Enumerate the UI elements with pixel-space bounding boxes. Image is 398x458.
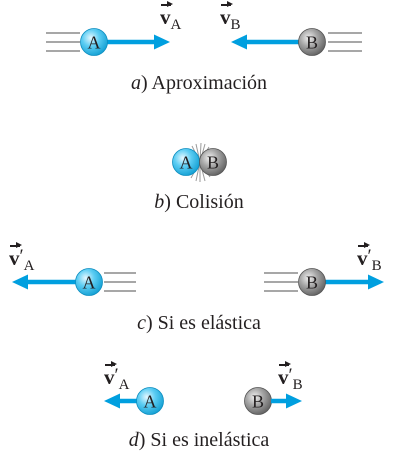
panel-d: A B — [104, 388, 302, 415]
ball-b-elastic: B — [299, 269, 326, 296]
ball-a-label: A — [83, 273, 96, 293]
vector-symbol: v — [104, 367, 115, 388]
caption-panel-b: b) Colisión — [0, 191, 398, 214]
panel-letter: b — [154, 191, 164, 213]
caption-text: Colisión — [176, 191, 244, 213]
vector-subscript: B — [372, 258, 382, 274]
vector-subscript: A — [24, 258, 35, 274]
vector-subscript: B — [293, 377, 303, 393]
panel-a: A B — [46, 29, 362, 56]
vector-label-va-prime-inelastic: v′A — [104, 367, 130, 388]
velocity-arrow-a-prime — [12, 275, 76, 290]
motion-lines-a — [46, 33, 80, 51]
vector-symbol: v — [9, 248, 20, 269]
caption-panel-c: c) Si es elástica — [0, 312, 398, 335]
vector-label-vb-prime-inelastic: v′B — [278, 367, 303, 388]
caption-panel-d: d) Si es inelástica — [0, 429, 398, 452]
ball-a: A — [81, 29, 108, 56]
panel-c: A B — [12, 269, 384, 296]
velocity-arrow-a — [106, 35, 170, 50]
ball-b-inelastic: B — [245, 388, 272, 415]
panel-letter: a — [131, 72, 141, 94]
ball-a-label: A — [88, 33, 101, 53]
ball-a-label: A — [144, 392, 157, 412]
caption-panel-a: a) Aproximación — [0, 72, 398, 95]
panel-letter: c — [137, 312, 146, 334]
vector-label-va-prime-elastic: v′A — [9, 248, 35, 269]
caption-text: Si es inelástica — [150, 429, 269, 451]
vector-label-vb: vB — [220, 7, 241, 28]
ball-b-collision: B — [200, 149, 227, 176]
vector-symbol: v — [160, 7, 171, 28]
vector-label-va: vA — [160, 7, 181, 28]
ball-b-label: B — [252, 392, 264, 412]
velocity-arrow-b-prime — [325, 275, 384, 290]
vector-subscript: A — [119, 377, 130, 393]
vector-symbol: v — [278, 367, 289, 388]
panel-b: A B — [173, 143, 227, 182]
velocity-arrow-a-inelastic — [104, 394, 138, 409]
ball-a-label: A — [180, 153, 193, 173]
vector-subscript: A — [171, 17, 182, 33]
ball-a-inelastic: A — [137, 388, 164, 415]
velocity-arrow-b-inelastic — [271, 394, 302, 409]
caption-text: Aproximación — [152, 72, 268, 94]
vector-subscript: B — [231, 17, 241, 33]
velocity-arrow-b — [231, 35, 301, 50]
ball-b-label: B — [306, 273, 318, 293]
panel-letter: d — [129, 429, 139, 451]
motion-lines-b-prime — [264, 273, 298, 291]
ball-b: B — [299, 29, 326, 56]
vector-label-vb-prime-elastic: v′B — [357, 248, 382, 269]
ball-a-elastic: A — [76, 269, 103, 296]
caption-text: Si es elástica — [158, 312, 261, 334]
motion-lines-a-prime — [104, 273, 136, 291]
motion-lines-b — [328, 33, 362, 51]
ball-a-collision: A — [173, 149, 200, 176]
ball-b-label: B — [306, 33, 318, 53]
vector-symbol: v — [220, 7, 231, 28]
ball-b-label: B — [207, 153, 219, 173]
vector-symbol: v — [357, 248, 368, 269]
